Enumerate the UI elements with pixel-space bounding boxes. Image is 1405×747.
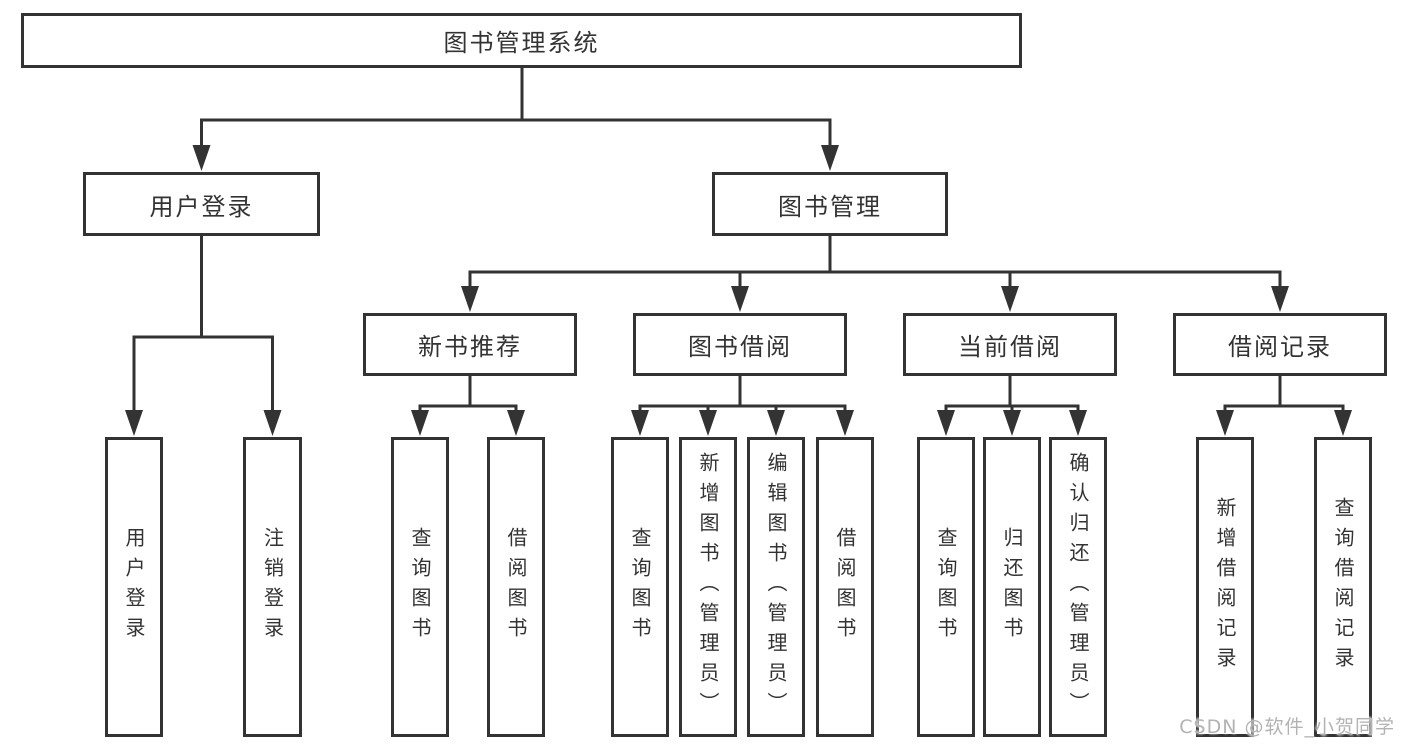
node-label: 借阅记录 [1228, 333, 1332, 361]
node-label: 借阅图书 [833, 527, 857, 647]
node-label: 注销登录 [260, 527, 285, 647]
arrowhead-icon [263, 410, 282, 436]
arrowhead-icon [767, 410, 785, 436]
arrowhead-icon [699, 410, 717, 436]
node-leaf-add-book: 新增图书（管理员） [679, 437, 737, 737]
arrowhead-icon [1003, 410, 1021, 436]
node-user-login: 用户登录 [83, 172, 320, 236]
node-label: 图书管理 [778, 192, 882, 221]
arrowhead-icon [821, 145, 839, 171]
arrowhead-icon [1069, 410, 1087, 436]
node-label: 当前借阅 [958, 333, 1062, 361]
node-label: 新增图书（管理员） [696, 452, 720, 722]
node-label: 新书推荐 [418, 333, 522, 361]
arrowhead-icon [1216, 410, 1234, 436]
node-label: 编辑图书（管理员） [764, 452, 788, 722]
arrowhead-icon [631, 410, 649, 436]
node-leaf-query-borrow-record: 查询借阅记录 [1314, 437, 1372, 737]
arrowhead-icon [731, 286, 749, 312]
node-label: 图书借阅 [688, 333, 792, 361]
arrowhead-icon [1334, 410, 1352, 436]
arrowhead-icon [192, 145, 211, 171]
node-book-borrow: 图书借阅 [633, 313, 847, 376]
node-leaf-query-book-3: 查询图书 [917, 437, 975, 737]
arrowhead-icon [507, 410, 525, 436]
arrowhead-icon [125, 410, 143, 436]
node-borrow-records: 借阅记录 [1173, 313, 1387, 376]
node-leaf-edit-book: 编辑图书（管理员） [747, 437, 805, 737]
node-leaf-confirm-return: 确认归还（管理员） [1049, 437, 1107, 737]
node-root: 图书管理系统 [21, 13, 1022, 68]
node-label: 归还图书 [1000, 527, 1024, 647]
node-label: 查询图书 [934, 527, 958, 647]
node-label: 查询图书 [408, 527, 432, 647]
node-leaf-borrow-book-1: 借阅图书 [487, 437, 545, 737]
node-leaf-add-borrow-record: 新增借阅记录 [1196, 437, 1254, 737]
node-leaf-user-login: 用户登录 [105, 437, 163, 737]
node-label: 新增借阅记录 [1213, 497, 1237, 677]
node-leaf-query-book-2: 查询图书 [611, 437, 669, 737]
node-leaf-borrow-book-2: 借阅图书 [816, 437, 874, 737]
arrowhead-icon [411, 410, 429, 436]
arrowhead-icon [461, 286, 479, 312]
node-label: 确认归还（管理员） [1066, 452, 1090, 722]
node-label: 图书管理系统 [443, 29, 600, 57]
node-label: 查询图书 [628, 527, 652, 647]
node-leaf-return-book: 归还图书 [983, 437, 1041, 737]
node-leaf-query-book-1: 查询图书 [391, 437, 449, 737]
node-label: 用户登录 [149, 192, 254, 221]
arrowhead-icon [836, 410, 854, 436]
node-current-borrow: 当前借阅 [903, 313, 1117, 376]
node-book-management: 图书管理 [712, 172, 948, 236]
node-leaf-logout: 注销登录 [243, 437, 302, 737]
node-label: 查询借阅记录 [1331, 497, 1355, 677]
node-new-book-recommend: 新书推荐 [363, 313, 577, 376]
arrowhead-icon [1271, 286, 1289, 312]
watermark: CSDN @软件_小贺同学 [1179, 716, 1395, 738]
node-label: 用户登录 [122, 527, 146, 647]
arrowhead-icon [1001, 286, 1019, 312]
node-label: 借阅图书 [504, 527, 528, 647]
arrowhead-icon [937, 410, 955, 436]
